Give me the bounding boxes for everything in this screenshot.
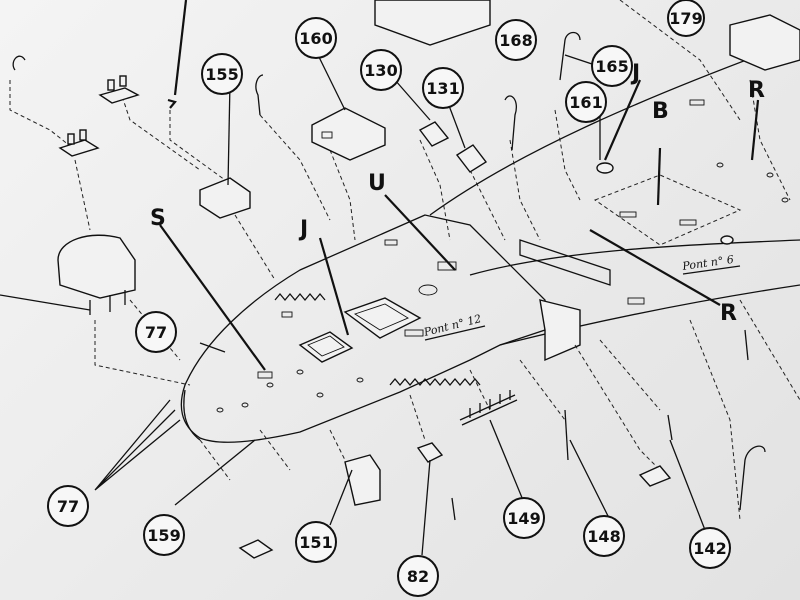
- svg-text:77: 77: [57, 497, 79, 516]
- svg-text:155: 155: [205, 65, 238, 84]
- parts: [0, 0, 800, 559]
- callout-148: 148: [583, 515, 625, 557]
- callout-142: 142: [689, 527, 731, 569]
- svg-text:77: 77: [145, 323, 167, 342]
- pin-part-148: [564, 409, 569, 461]
- winch-housing-part: [57, 234, 136, 299]
- hook-part: [12, 55, 26, 71]
- callout-149: 149: [503, 497, 545, 539]
- bollard-part-c: [238, 539, 274, 559]
- callout-130: 130: [360, 49, 402, 91]
- pipe-part: [255, 74, 264, 116]
- deck-pont-12: [180, 214, 546, 443]
- callout-159: 159: [143, 514, 185, 556]
- arrow-j-lower: [318, 237, 350, 336]
- svg-text:159: 159: [147, 526, 180, 545]
- duct-part-165: [559, 31, 581, 81]
- svg-text:161: 161: [569, 93, 602, 112]
- svg-text:149: 149: [507, 509, 540, 528]
- arrow-s: [159, 224, 266, 371]
- callout-155: 155: [201, 53, 243, 95]
- rail-part-149: [459, 394, 518, 426]
- duct-part-right: [739, 445, 766, 511]
- letter-j-upper: J: [630, 61, 640, 86]
- svg-text:131: 131: [426, 79, 459, 98]
- deckhouse-right-part: [729, 14, 800, 71]
- svg-text:148: 148: [587, 527, 620, 546]
- leader-77: [94, 399, 181, 491]
- deck-pont-6: [429, 39, 800, 362]
- letter-r-lower: R: [720, 301, 737, 326]
- svg-text:168: 168: [499, 31, 532, 50]
- callout-151: 151: [295, 521, 337, 563]
- callout-161: 161: [565, 81, 607, 123]
- label-pont-12: Pont n° 12: [422, 312, 483, 339]
- arrow-b: [656, 147, 662, 206]
- bollard-part-a: [98, 87, 140, 104]
- callout-168: 168: [495, 19, 537, 61]
- deckhouse-top-part: [374, 0, 491, 46]
- deckhouse-part-160: [311, 107, 386, 161]
- letter-r-upper: R: [748, 78, 765, 103]
- dashed-guide-lines: [9, 0, 800, 521]
- cylinder-part-130: [418, 121, 450, 147]
- callout-160: 160: [295, 17, 337, 59]
- callout-179: 179: [667, 0, 705, 37]
- pointer-arrows: [94, 0, 760, 556]
- svg-text:151: 151: [299, 533, 332, 552]
- callout-82: 82: [397, 555, 439, 597]
- letter-s: S: [150, 206, 166, 231]
- svg-text:82: 82: [407, 567, 429, 586]
- svg-text:160: 160: [299, 29, 332, 48]
- leader-159: [174, 439, 256, 506]
- letter-u: U: [368, 171, 386, 196]
- svg-text:130: 130: [364, 61, 397, 80]
- letter-b: B: [652, 99, 669, 124]
- svg-text:165: 165: [595, 57, 628, 76]
- ventilator-part-155: [199, 177, 251, 219]
- bollard-part-b: [58, 139, 100, 157]
- fitting-part-142: [638, 465, 672, 487]
- svg-text:179: 179: [669, 9, 702, 28]
- letter-j-lower: J: [298, 217, 308, 242]
- callout-77-b: 77: [47, 485, 89, 527]
- duct-part-168: [504, 95, 517, 151]
- arrow-r-lower: [589, 229, 721, 306]
- arrow-top: [173, 0, 188, 96]
- arrow-r-upper: [750, 99, 760, 161]
- arrow-j-upper: [603, 79, 642, 161]
- callout-77-a: 77: [135, 311, 177, 353]
- cylinder-part-131: [455, 144, 488, 173]
- arrow-u: [384, 194, 456, 271]
- svg-text:142: 142: [693, 539, 726, 558]
- callout-131: 131: [422, 67, 464, 109]
- callout-165: 165: [591, 45, 633, 87]
- bracket-part-151: [344, 454, 381, 506]
- clip-part-82: [416, 442, 444, 463]
